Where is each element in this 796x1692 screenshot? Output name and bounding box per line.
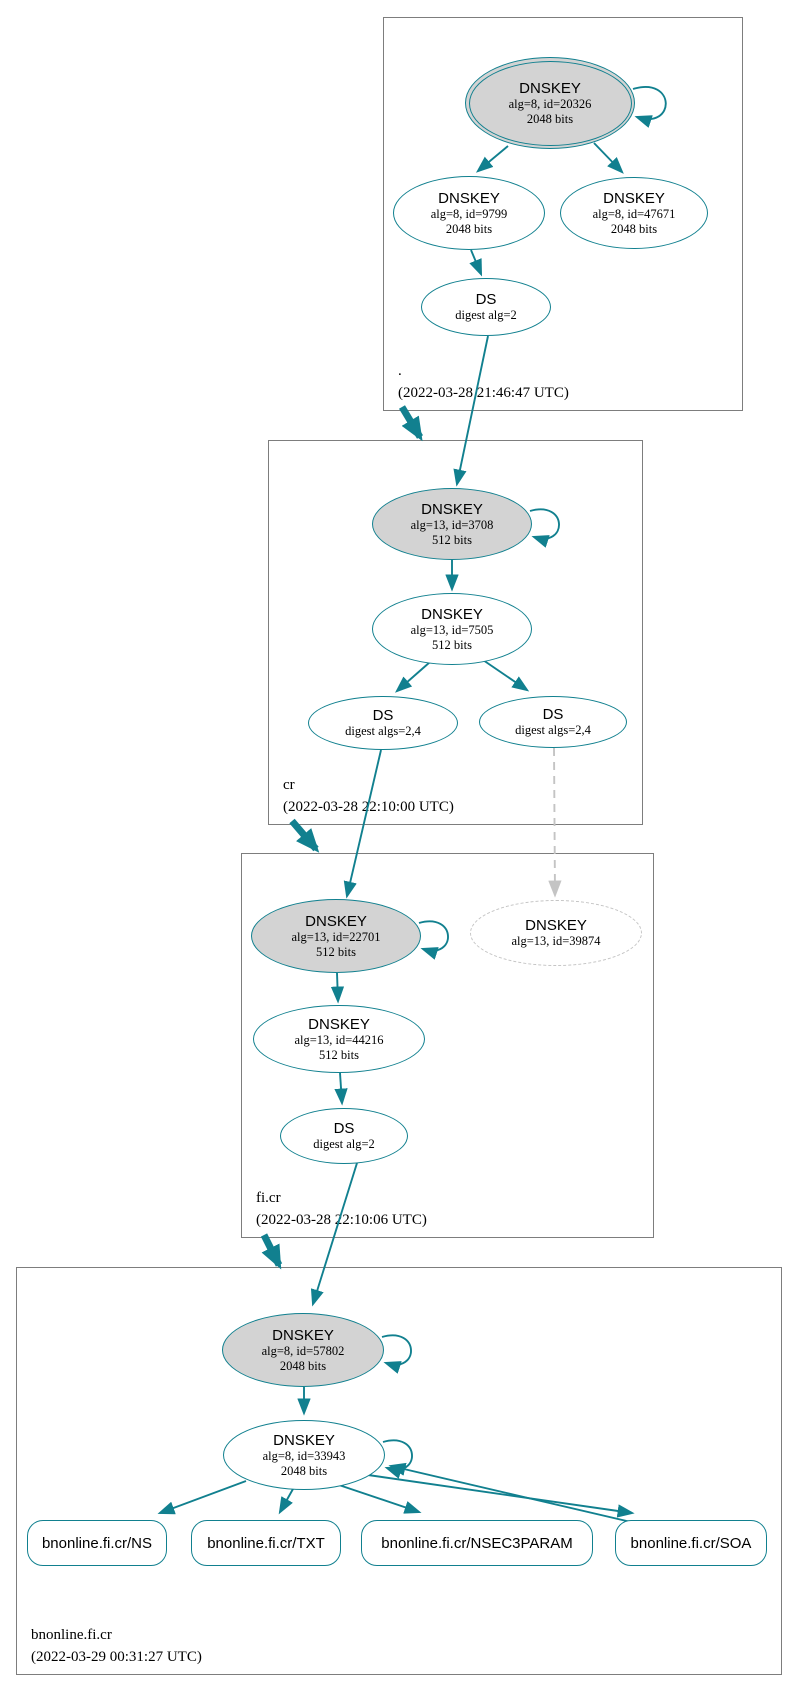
dnskey-detail: alg=8, id=9799 (430, 206, 508, 221)
edge-ds-root-to-dnskey-3708 (453, 335, 489, 487)
dnskey-title: DNSKEY (525, 917, 587, 934)
edge-9799-ds (469, 249, 483, 277)
ds-node-root[interactable]: DS digest alg=2 (421, 278, 551, 336)
zone-delegation-arrow-root-cr (398, 405, 424, 442)
selfloop-dnskey-20326 (632, 86, 667, 128)
dnskey-bits: 2048 bits (445, 221, 493, 236)
dnskey-node-22701-ksk[interactable]: DNSKEY alg=13, id=22701 512 bits (251, 899, 421, 973)
dnskey-title: DNSKEY (273, 1431, 335, 1449)
selfloop-dnskey-3708 (529, 508, 560, 548)
zone-timestamp-bnonline-fi-cr: (2022-03-29 00:31:27 UTC) (31, 1649, 202, 1665)
dnskey-title: DNSKEY (603, 189, 665, 207)
dnskey-bits: 512 bits (316, 944, 356, 959)
dnskey-title: DNSKEY (305, 912, 367, 930)
ds-node-fi-cr[interactable]: DS digest alg=2 (280, 1108, 408, 1164)
edge-20326-47671 (593, 142, 624, 174)
edge-44216-ds (334, 1072, 348, 1106)
ds-detail: digest alg=2 (313, 1137, 375, 1151)
dnskey-bits: 2048 bits (279, 1358, 327, 1373)
dnskey-detail: alg=13, id=7505 (410, 622, 494, 637)
dnskey-node-9799[interactable]: DNSKEY alg=8, id=9799 2048 bits (393, 176, 545, 250)
dnskey-detail: alg=13, id=3708 (410, 517, 494, 532)
rrset-node-soa[interactable]: bnonline.fi.cr/SOA (615, 1520, 767, 1566)
rrset-label: bnonline.fi.cr/TXT (207, 1534, 325, 1552)
dnskey-node-20326-inner: DNSKEY alg=8, id=20326 2048 bits (468, 60, 632, 146)
ds-title: DS (333, 1120, 355, 1137)
zone-name-bnonline-fi-cr: bnonline.fi.cr (31, 1627, 112, 1643)
rrset-node-ns[interactable]: bnonline.fi.cr/NS (27, 1520, 167, 1566)
selfloop-dnskey-22701 (418, 920, 449, 960)
edge-33943-nsec3param (335, 1483, 422, 1514)
dnskey-node-47671[interactable]: DNSKEY alg=8, id=47671 2048 bits (560, 177, 708, 249)
zone-name-fi-cr: fi.cr (256, 1190, 281, 1206)
dnskey-detail: alg=13, id=39874 (511, 934, 601, 948)
dnskey-bits: 512 bits (319, 1047, 359, 1062)
zone-delegation-arrow-fi-cr-bnonline (260, 1233, 283, 1270)
ds-node-cr-2[interactable]: DS digest algs=2,4 (479, 696, 627, 748)
edge-33943-txt (278, 1488, 294, 1515)
dnskey-title: DNSKEY (519, 79, 581, 97)
dnskey-title: DNSKEY (438, 189, 500, 207)
ds-detail: digest algs=2,4 (515, 723, 591, 737)
edge-7505-ds2 (482, 659, 530, 692)
zone-delegation-arrow-cr-fi-cr (289, 818, 320, 853)
dnskey-title: DNSKEY (421, 500, 483, 518)
dnskey-node-20326-ksk[interactable]: DNSKEY alg=8, id=20326 2048 bits (465, 57, 635, 149)
edge-33943-ns (157, 1480, 247, 1515)
dnskey-detail: alg=13, id=44216 (294, 1032, 384, 1047)
edge-20326-9799 (475, 145, 509, 173)
dnskey-detail: alg=8, id=33943 (262, 1448, 346, 1463)
edge-soa-33943-rrsig (388, 1462, 649, 1527)
dnskey-node-7505[interactable]: DNSKEY alg=13, id=7505 512 bits (372, 593, 532, 665)
zone-box-root: . (2022-03-28 21:46:47 UTC) (383, 17, 743, 411)
edge-ds-cr-to-dnskey-22701 (343, 749, 382, 899)
dnskey-title: DNSKEY (421, 605, 483, 623)
zone-box-bnonline-fi-cr: bnonline.fi.cr (2022-03-29 00:31:27 UTC) (16, 1267, 782, 1675)
ds-title: DS (542, 706, 564, 723)
rrset-node-txt[interactable]: bnonline.fi.cr/TXT (191, 1520, 341, 1566)
dnskey-detail: alg=13, id=22701 (291, 929, 381, 944)
dnskey-bits: 2048 bits (610, 221, 658, 236)
rrset-node-nsec3param[interactable]: bnonline.fi.cr/NSEC3PARAM (361, 1520, 593, 1566)
zone-name-cr: cr (283, 777, 295, 793)
zone-timestamp-root: (2022-03-28 21:46:47 UTC) (398, 385, 569, 401)
edge-22701-44216 (330, 972, 345, 1004)
dnskey-bits: 512 bits (432, 532, 472, 547)
zone-box-fi-cr: fi.cr (2022-03-28 22:10:06 UTC) (241, 853, 654, 1238)
dnskey-bits: 512 bits (432, 637, 472, 652)
ds-detail: digest alg=2 (455, 308, 517, 322)
edge-ds-cr-to-dnskey-39874-dashed (548, 747, 562, 898)
selfloop-dnskey-57802 (381, 1334, 412, 1374)
dnskey-node-57802-ksk[interactable]: DNSKEY alg=8, id=57802 2048 bits (222, 1313, 384, 1387)
selfloop-dnskey-33943 (382, 1439, 413, 1479)
dnskey-bits: 2048 bits (526, 111, 574, 126)
dnskey-title: DNSKEY (308, 1015, 370, 1033)
edge-33943-soa (367, 1474, 635, 1518)
edge-7505-ds1 (395, 661, 431, 693)
dnskey-node-33943[interactable]: DNSKEY alg=8, id=33943 2048 bits (223, 1420, 385, 1490)
dnskey-detail: alg=8, id=20326 (508, 96, 592, 111)
dnskey-bits: 2048 bits (280, 1463, 328, 1478)
dnskey-node-44216[interactable]: DNSKEY alg=13, id=44216 512 bits (253, 1005, 425, 1073)
dnskey-detail: alg=8, id=47671 (592, 206, 676, 221)
dnskey-node-39874-missing[interactable]: DNSKEY alg=13, id=39874 (470, 900, 642, 966)
zone-name-root: . (398, 363, 402, 379)
dnskey-title: DNSKEY (272, 1326, 334, 1344)
ds-detail: digest algs=2,4 (345, 724, 421, 738)
ds-title: DS (372, 707, 394, 724)
edge-ds-fi-cr-to-dnskey-57802 (310, 1162, 358, 1307)
ds-node-cr-1[interactable]: DS digest algs=2,4 (308, 696, 458, 750)
zone-timestamp-fi-cr: (2022-03-28 22:10:06 UTC) (256, 1212, 427, 1228)
ds-title: DS (475, 291, 497, 308)
dnskey-node-3708-ksk[interactable]: DNSKEY alg=13, id=3708 512 bits (372, 488, 532, 560)
rrset-label: bnonline.fi.cr/SOA (630, 1534, 752, 1552)
rrset-label: bnonline.fi.cr/NSEC3PARAM (381, 1534, 573, 1552)
rrset-label: bnonline.fi.cr/NS (41, 1534, 153, 1552)
dnskey-detail: alg=8, id=57802 (261, 1343, 345, 1358)
